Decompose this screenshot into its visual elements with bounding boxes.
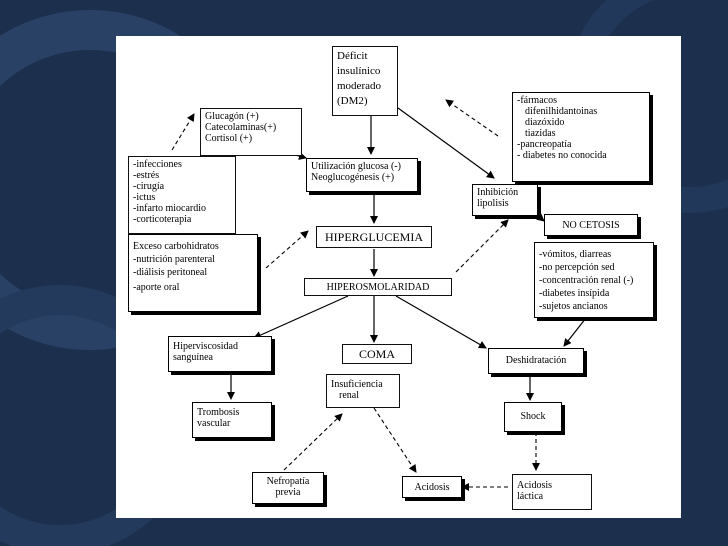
node-vomitos: -vómitos, diarreas -no percepción sed -c…: [534, 242, 654, 318]
node-hiperosmolaridad: HIPEROSMOLARIDAD: [304, 278, 452, 296]
node-deficit: Déficit insulínico moderado (DM2): [332, 46, 398, 116]
edge-exceso-hiperglucemia: [265, 230, 309, 269]
edge-hiperosmolaridad-hiperviscosidad: [253, 295, 349, 339]
edge-farmacos-deficit: [445, 99, 499, 137]
node-farmacos: -fármacos difenilhidantoinas diazóxido t…: [512, 92, 650, 182]
node-coma: COMA: [342, 344, 412, 364]
node-hiperglucemia: HIPERGLUCEMIA: [316, 226, 432, 248]
node-glucagon: Glucagón (+) Catecolaminas(+) Cortisol (…: [200, 108, 302, 156]
edge-deficit-inhibicion: [397, 107, 495, 179]
node-shock: Shock: [504, 402, 562, 432]
node-acidosis: Acidosis: [402, 476, 462, 498]
edge-hiperosmolaridad-deshidratacion: [395, 295, 487, 349]
node-nefropatia: Nefropatía previa: [252, 472, 324, 504]
edge-infecciones-glucagon: [171, 113, 195, 151]
node-nocetosis: NO CETOSIS: [544, 214, 638, 236]
node-acidosis-lactica: Acidosis láctica: [512, 474, 592, 510]
node-trombosis: Trombosis vascular: [192, 402, 272, 438]
node-deshidratacion: Deshidratación: [488, 348, 584, 374]
diagram-edges: [171, 99, 587, 491]
edge-nefropatia-insuficiencia: [283, 413, 343, 471]
edge-hiperosmolaridad-inhibicion: [455, 219, 509, 273]
edge-insuficiencia-acidosis: [373, 407, 417, 473]
edge-vomitos-deshidratacion: [563, 317, 587, 347]
diagram-slide: Déficit insulínico moderado (DM2) -fárma…: [116, 36, 681, 518]
node-utilizacion: Utilización glucosa (-) Neoglucogénesis …: [306, 158, 418, 192]
node-infecciones: -infecciones -estrés -cirugía -ictus -in…: [128, 156, 236, 234]
node-hiperviscosidad: Hiperviscosidad sanguínea: [168, 336, 272, 372]
node-inhibicion: Inhibición lipolisis: [472, 184, 538, 216]
node-insuficiencia: Insuficiencia renal: [326, 374, 400, 408]
node-exceso: Exceso carbohidratos -nutrición parenter…: [128, 234, 258, 312]
